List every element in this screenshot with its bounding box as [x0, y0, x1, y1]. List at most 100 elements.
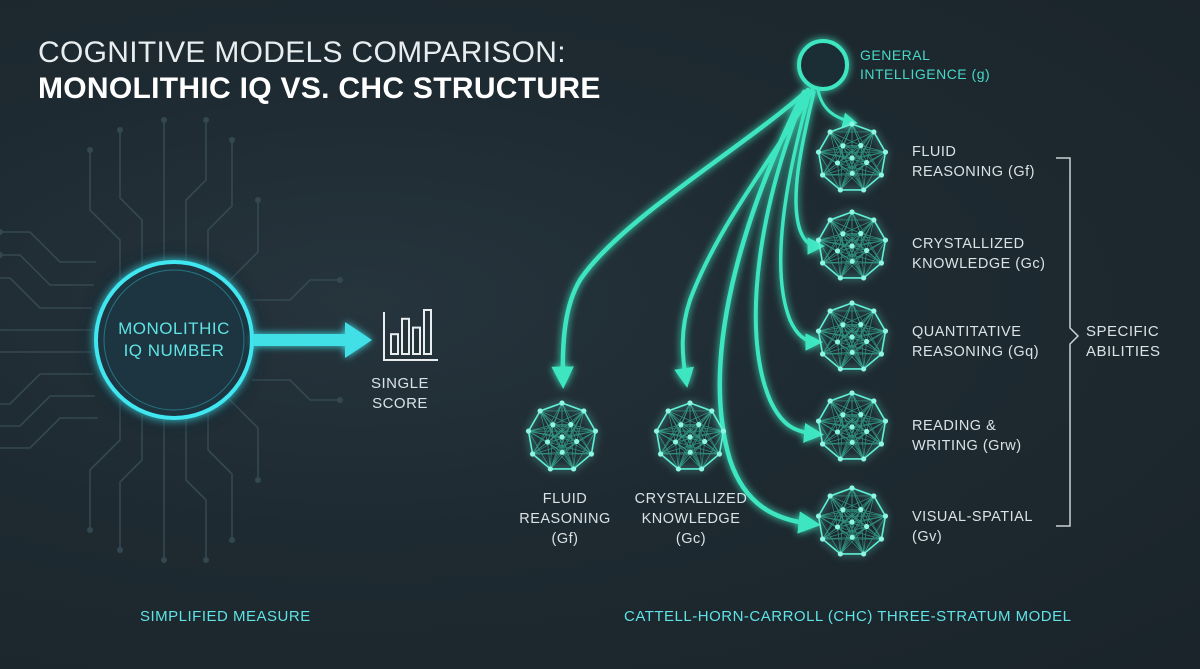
circuit-node: [255, 477, 261, 483]
ability-label-gq: QUANTITATIVE REASONING (Gq): [912, 322, 1039, 362]
score-line-2: SCORE: [372, 395, 428, 412]
circuit-node: [161, 557, 167, 563]
circuit-trace: [185, 120, 207, 262]
right-footer: CATTELL-HORN-CARROLL (CHC) THREE-STRATUM…: [624, 608, 1072, 625]
bottom-gc-line-2: KNOWLEDGE: [641, 511, 741, 527]
circuit-node: [161, 117, 167, 123]
ability-gc-line-1: CRYSTALLIZED: [912, 236, 1025, 252]
circuit-node: [117, 547, 123, 553]
ability-gv-line-2: (Gv): [912, 529, 943, 545]
network-node-bottom-gc: [653, 400, 727, 472]
circuit-node: [229, 137, 235, 143]
network-node-gv: [815, 485, 889, 557]
circuit-node: [0, 229, 3, 235]
circuit-node: [117, 127, 123, 133]
ability-grw-line-2: WRITING (Grw): [912, 438, 1022, 454]
flow-connections: [551, 87, 858, 534]
flow-arrow: [717, 89, 821, 534]
bottom-label-gc: CRYSTALLIZED KNOWLEDGE (Gc): [626, 489, 756, 549]
circuit-trace: [252, 279, 340, 301]
bottom-gf-line-1: FLUID: [542, 491, 588, 507]
specific-abilities-bracket: [1056, 157, 1080, 527]
bar-icon-bar: [423, 309, 432, 355]
general-line-2: INTELLIGENCE (g): [860, 66, 991, 82]
ability-gv-line-1: VISUAL-SPATIAL: [912, 509, 1033, 525]
network-node-bottom-gf: [525, 400, 599, 472]
monolithic-line-2: IQ NUMBER: [123, 341, 225, 360]
network-node-gq: [815, 300, 889, 372]
circuit-trace: [0, 417, 98, 449]
circuit-trace: [89, 400, 121, 530]
circuit-trace: [185, 418, 207, 560]
bar-icon-bar: [412, 326, 421, 356]
general-intelligence-label: GENERAL INTELLIGENCE (g): [860, 46, 990, 84]
bar-icon-bar: [401, 317, 410, 355]
flow-arrow: [778, 90, 823, 351]
bar-chart-icon: [383, 309, 438, 361]
monolithic-iq-circle: [94, 260, 254, 420]
title-line-1: COGNITIVE MODELS COMPARISON:: [38, 36, 566, 69]
ability-grw-line-1: READING &: [912, 418, 997, 434]
circuit-trace: [252, 379, 340, 401]
ability-label-grw: READING & WRITING (Grw): [912, 416, 1022, 456]
circuit-traces: [0, 117, 343, 563]
bottom-gc-line-1: CRYSTALLIZED: [634, 491, 748, 507]
general-intelligence-node: [797, 39, 849, 91]
left-footer: SIMPLIFIED MEASURE: [140, 608, 311, 625]
circuit-trace: [0, 277, 92, 309]
single-score-arrow: [253, 322, 372, 358]
bottom-label-gf: FLUID REASONING (Gf): [515, 489, 615, 549]
circuit-trace: [207, 412, 233, 540]
circuit-node: [255, 197, 261, 203]
score-line-1: SINGLE: [370, 375, 430, 392]
circuit-node: [229, 537, 235, 543]
network-node-gc: [815, 209, 889, 281]
circuit-trace: [227, 200, 259, 283]
bottom-gf-line-2: REASONING: [519, 511, 611, 527]
network-node-grw: [815, 390, 889, 462]
ability-gf-line-1: FLUID: [912, 144, 957, 160]
ability-label-gf: FLUID REASONING (Gf): [912, 142, 1035, 182]
flow-arrow: [674, 88, 814, 388]
bar-icon-bar: [390, 333, 399, 356]
flow-arrow: [816, 88, 858, 128]
general-line-1: GENERAL: [860, 47, 931, 63]
circuit-node: [0, 252, 3, 258]
network-node-gf: [815, 121, 889, 193]
specific-abilities-label: SPECIFIC ABILITIES: [1086, 322, 1161, 362]
circuit-trace: [0, 373, 93, 405]
ability-gc-line-2: KNOWLEDGE (Gc): [912, 256, 1046, 272]
ability-gq-line-1: QUANTITATIVE: [912, 324, 1022, 340]
circuit-trace: [227, 397, 259, 480]
specific-line-2: ABILITIES: [1086, 343, 1161, 360]
bottom-gf-line-3: (Gf): [551, 531, 579, 547]
flow-arrow: [794, 90, 825, 255]
ability-gq-line-2: REASONING (Gq): [912, 344, 1040, 360]
ability-gf-line-2: REASONING (Gf): [912, 164, 1036, 180]
bottom-gc-line-3: (Gc): [675, 531, 707, 547]
circuit-trace: [89, 150, 121, 280]
ability-label-gv: VISUAL-SPATIAL (Gv): [912, 507, 1033, 547]
monolithic-line-1: MONOLITHIC: [118, 319, 230, 338]
circuit-node: [203, 557, 209, 563]
ability-label-gc: CRYSTALLIZED KNOWLEDGE (Gc): [912, 234, 1045, 274]
monolithic-iq-label: MONOLITHIC IQ NUMBER: [96, 318, 252, 362]
circuit-node: [203, 117, 209, 123]
circuit-node: [87, 147, 93, 153]
circuit-node: [337, 277, 343, 283]
circuit-node: [337, 397, 343, 403]
circuit-trace: [119, 415, 143, 550]
circuit-trace: [119, 130, 143, 265]
circuit-trace: [207, 140, 233, 268]
single-score-label: SINGLE SCORE: [370, 374, 430, 414]
bar-icon-axis: [383, 312, 438, 361]
specific-line-1: SPECIFIC: [1086, 323, 1160, 340]
circuit-trace: [0, 395, 95, 427]
flow-arrow: [551, 87, 811, 389]
circuit-trace: [0, 231, 96, 263]
title-line-2: MONOLITHIC IQ VS. CHC STRUCTURE: [38, 72, 601, 105]
flow-arrow: [753, 90, 824, 443]
circuit-trace: [0, 254, 94, 286]
circuit-node: [87, 527, 93, 533]
